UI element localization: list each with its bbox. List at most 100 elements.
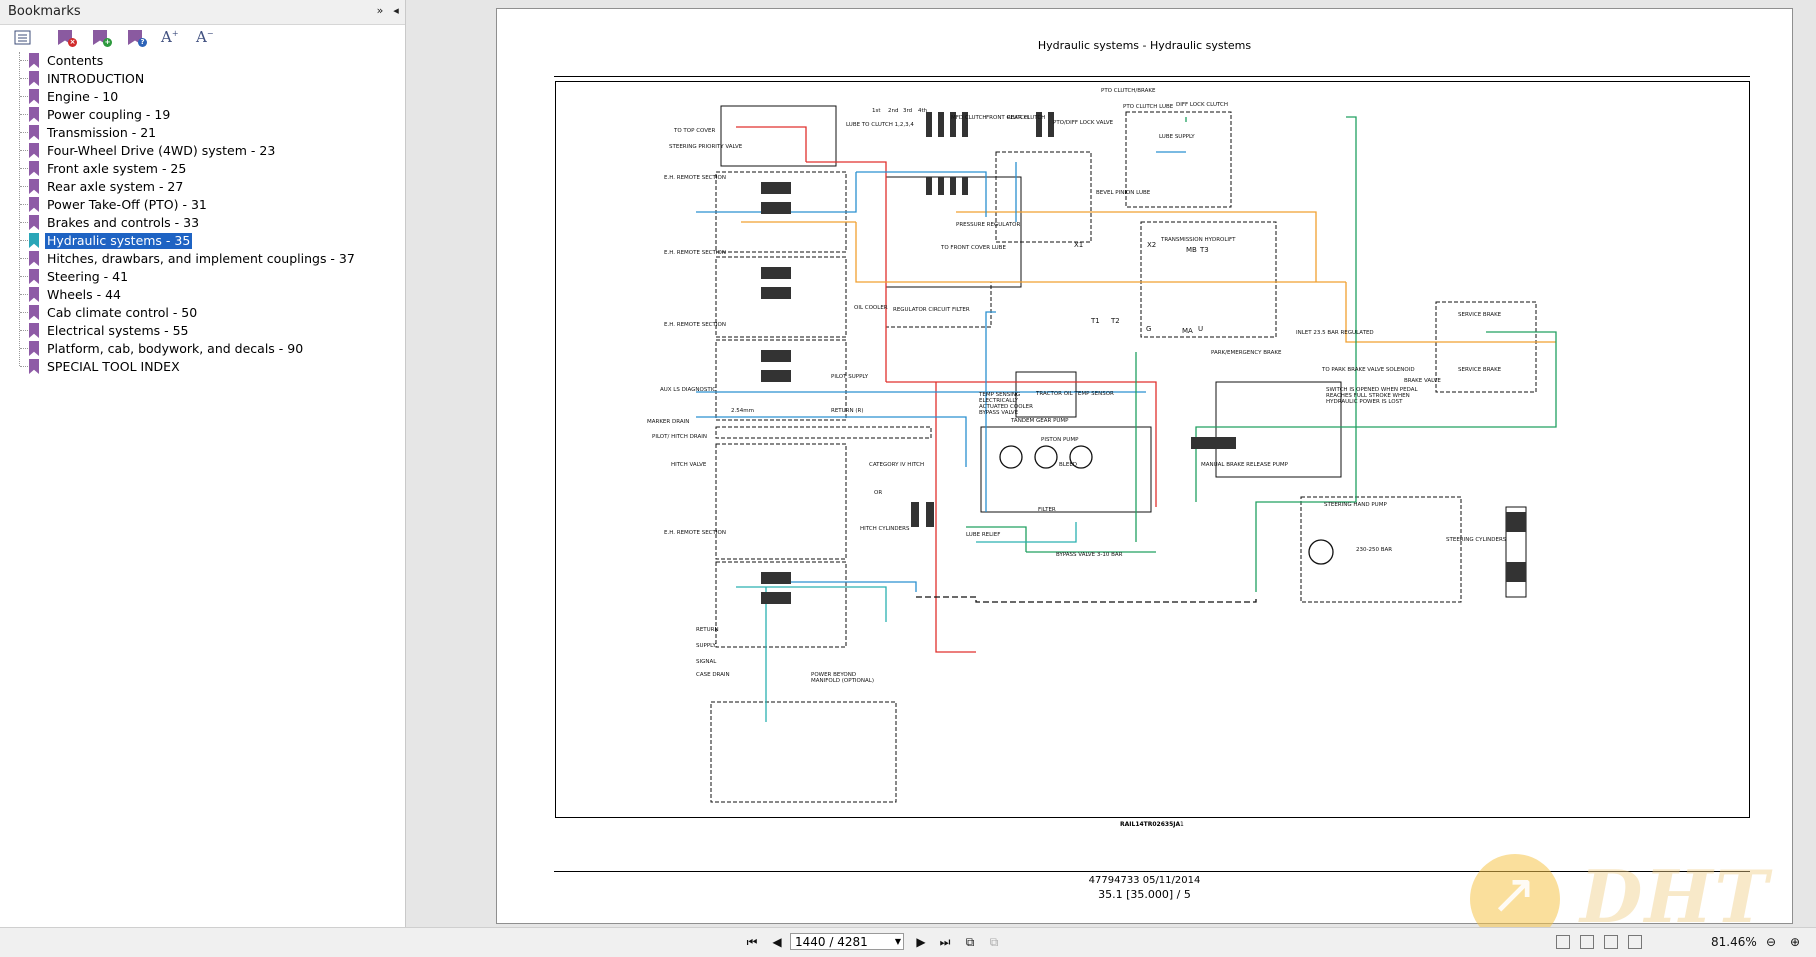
- first-page-icon[interactable]: ⏮: [746, 935, 758, 949]
- bookmark-item[interactable]: Electrical systems - 55: [0, 322, 405, 340]
- hitch-valve-block: [715, 443, 847, 560]
- expand-panel-icon[interactable]: »: [376, 4, 384, 17]
- pto-diff-lock-block: [1125, 111, 1232, 208]
- page-number-input[interactable]: 1440 / 4281: [790, 933, 904, 950]
- bookmark-label: Cab climate control - 50: [47, 305, 198, 320]
- eh-remote-section-2: [715, 256, 847, 338]
- label-x1: X1: [1074, 241, 1084, 249]
- page-title: Hydraulic systems - Hydraulic systems: [1037, 39, 1252, 52]
- label-eh-remote-3: E.H. REMOTE SECTION: [664, 322, 726, 328]
- bookmark-item[interactable]: Wheels - 44: [0, 286, 405, 304]
- bookmark-label: Four-Wheel Drive (4WD) system - 23: [47, 143, 276, 158]
- bookmark-item[interactable]: Engine - 10: [0, 88, 405, 106]
- collapse-panel-icon[interactable]: ◂: [393, 4, 399, 17]
- manual-brake-block: [1215, 381, 1342, 478]
- schematic-lines: [696, 105, 1557, 803]
- teal-line: [736, 522, 1077, 722]
- label-pto-diff-lock-valve: PTO/DIFF LOCK VALVE: [1053, 120, 1114, 126]
- bookmark-item[interactable]: Cab climate control - 50: [0, 304, 405, 322]
- last-page-icon[interactable]: ⏭: [939, 935, 951, 949]
- tree-connector: [20, 150, 28, 151]
- bookmarks-title: Bookmarks: [8, 4, 81, 19]
- tree-connector: [20, 168, 28, 169]
- delete-bookmark-icon[interactable]: ×: [55, 28, 77, 48]
- tree-connector: [20, 258, 28, 259]
- label-lube-to-clutch: LUBE TO CLUTCH 1,2,3,4: [846, 122, 914, 128]
- bookmark-options-icon[interactable]: [12, 28, 34, 48]
- bookmark-item[interactable]: Power Take-Off (PTO) - 31: [0, 196, 405, 214]
- label-manual-brake-pump: MANUAL BRAKE RELEASE PUMP: [1201, 462, 1288, 468]
- facing-view-icon[interactable]: [1604, 935, 1618, 949]
- tree-connector: [20, 276, 28, 277]
- label-bevel-pinion-lube: BEVEL PINION LUBE: [1096, 190, 1151, 196]
- bookmark-item[interactable]: Front axle system - 25: [0, 160, 405, 178]
- back-view-icon[interactable]: ⧉: [965, 935, 975, 949]
- bookmark-label: Engine - 10: [47, 89, 119, 104]
- bookmark-item[interactable]: INTRODUCTION: [0, 70, 405, 88]
- label-to-top-cover: TO TOP COVER: [674, 128, 716, 134]
- bookmark-label: SPECIAL TOOL INDEX: [47, 359, 180, 374]
- bookmark-icon: [29, 143, 39, 158]
- blue-line: [696, 151, 1186, 592]
- hydrolift-block: [1140, 221, 1277, 338]
- bookmark-item[interactable]: Brakes and controls - 33: [0, 214, 405, 232]
- label-gear-2nd: 2nd: [888, 108, 899, 114]
- label-mfd-clutch: MFD CLUTCH: [951, 115, 987, 121]
- bookmark-item[interactable]: Hydraulic systems - 35: [0, 232, 405, 250]
- bookmark-item[interactable]: Four-Wheel Drive (4WD) system - 23: [0, 142, 405, 160]
- next-page-icon[interactable]: ▶: [916, 935, 926, 949]
- figure-number: 1: [1180, 821, 1184, 828]
- bookmark-icon: [29, 197, 39, 212]
- bookmark-label: Power coupling - 19: [47, 107, 171, 122]
- tree-connector: [20, 132, 28, 133]
- tree-connector: [20, 294, 28, 295]
- facing-continuous-view-icon[interactable]: [1628, 935, 1642, 949]
- single-page-view-icon[interactable]: [1556, 935, 1570, 949]
- label-or: OR: [874, 490, 883, 496]
- label-power-beyond: POWER BEYOND MANIFOLD (OPTIONAL): [811, 672, 874, 684]
- steering-block: [1300, 496, 1462, 603]
- tree-connector: [20, 312, 28, 313]
- bookmark-item[interactable]: Transmission - 21: [0, 124, 405, 142]
- label-ma: MA: [1182, 327, 1193, 335]
- previous-page-icon[interactable]: ◀: [772, 935, 782, 949]
- bookmark-icon: [29, 287, 39, 302]
- bookmark-label: Hitches, drawbars, and implement couplin…: [47, 251, 355, 266]
- label-orifice: 2.54mm: [731, 408, 754, 414]
- bookmark-item[interactable]: Rear axle system - 27: [0, 178, 405, 196]
- zoom-in-icon[interactable]: ⊕: [1789, 935, 1801, 949]
- bookmark-item[interactable]: Contents: [0, 52, 405, 70]
- find-bookmark-icon[interactable]: ?: [125, 28, 147, 48]
- page-dropdown-icon[interactable]: ▼: [894, 937, 902, 946]
- bookmark-label: Steering - 41: [47, 269, 129, 284]
- label-pressure-regulator: PRESSURE REGULATOR: [956, 222, 1021, 228]
- decrease-font-icon[interactable]: A−: [196, 28, 214, 46]
- label-front-clutch: FRONT CLUTCH: [986, 115, 1029, 121]
- bookmark-label: Platform, cab, bodywork, and decals - 90: [47, 341, 304, 356]
- label-marker-drain: MARKER DRAIN: [647, 419, 690, 425]
- bookmark-item[interactable]: Power coupling - 19: [0, 106, 405, 124]
- document-page: Hydraulic systems - Hydraulic systems: [496, 8, 1793, 924]
- label-lube-relief: LUBE RELIEF: [966, 532, 1001, 538]
- bookmark-icon: [29, 53, 39, 68]
- steering-cylinders: [1505, 506, 1527, 598]
- increase-font-icon[interactable]: A+: [161, 28, 179, 46]
- forward-view-icon[interactable]: ⧉: [989, 935, 999, 949]
- label-eh-remote-4: E.H. REMOTE SECTION: [664, 530, 726, 536]
- bookmarks-toolbar: × + ? A+ A−: [0, 25, 405, 51]
- add-bookmark-icon[interactable]: +: [90, 28, 112, 48]
- tree-connector: [20, 60, 28, 61]
- label-t2: T2: [1111, 317, 1120, 325]
- bookmark-icon: [29, 125, 39, 140]
- tree-connector: [20, 186, 28, 187]
- bookmark-item[interactable]: Platform, cab, bodywork, and decals - 90: [0, 340, 405, 358]
- continuous-view-icon[interactable]: [1580, 935, 1594, 949]
- zoom-out-icon[interactable]: ⊖: [1765, 935, 1777, 949]
- label-piston-pump: PISTON PUMP: [1041, 437, 1079, 443]
- bookmark-item[interactable]: SPECIAL TOOL INDEX: [0, 358, 405, 376]
- zoom-level[interactable]: 81.46%: [1711, 935, 1757, 949]
- bookmark-item[interactable]: Steering - 41: [0, 268, 405, 286]
- bookmark-item[interactable]: Hitches, drawbars, and implement couplin…: [0, 250, 405, 268]
- bookmark-label: Hydraulic systems - 35: [45, 233, 193, 249]
- label-bypass-valve: BYPASS VALVE 3-10 BAR: [1056, 552, 1123, 558]
